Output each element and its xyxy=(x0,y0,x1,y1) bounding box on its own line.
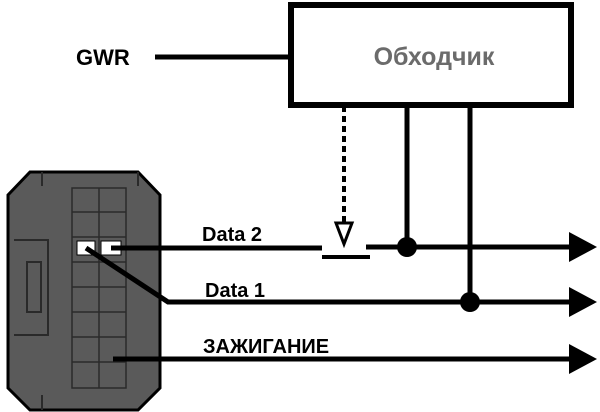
data1-wire xyxy=(84,245,572,305)
bypass-module-box xyxy=(288,2,574,108)
data2-line: Data 2 xyxy=(111,224,597,262)
data2-label: Data 2 xyxy=(202,224,262,246)
data1-line: Data 1 xyxy=(84,245,597,317)
connector-latch xyxy=(14,239,49,336)
connector-block xyxy=(6,170,162,412)
bypass-module-label: Обходчик xyxy=(374,43,495,71)
data1-junction xyxy=(460,292,480,312)
relay-control-arrowhead xyxy=(333,221,355,249)
connector-grid-lines xyxy=(72,188,126,388)
relay-control xyxy=(333,106,355,249)
data1-arrowhead xyxy=(569,287,597,317)
bypass-module: Обходчик xyxy=(288,2,574,108)
gwr-line: GWR xyxy=(76,45,290,70)
gwr-label: GWR xyxy=(76,45,130,70)
connector-latch-tab xyxy=(26,261,42,313)
data2-junction xyxy=(397,237,417,257)
ignition-arrowhead xyxy=(569,344,597,374)
ignition-line: ЗАЖИГАНИЕ xyxy=(113,336,597,374)
data1-label: Data 1 xyxy=(205,280,265,302)
data2-arrowhead xyxy=(569,232,597,262)
ignition-label: ЗАЖИГАНИЕ xyxy=(203,336,329,358)
